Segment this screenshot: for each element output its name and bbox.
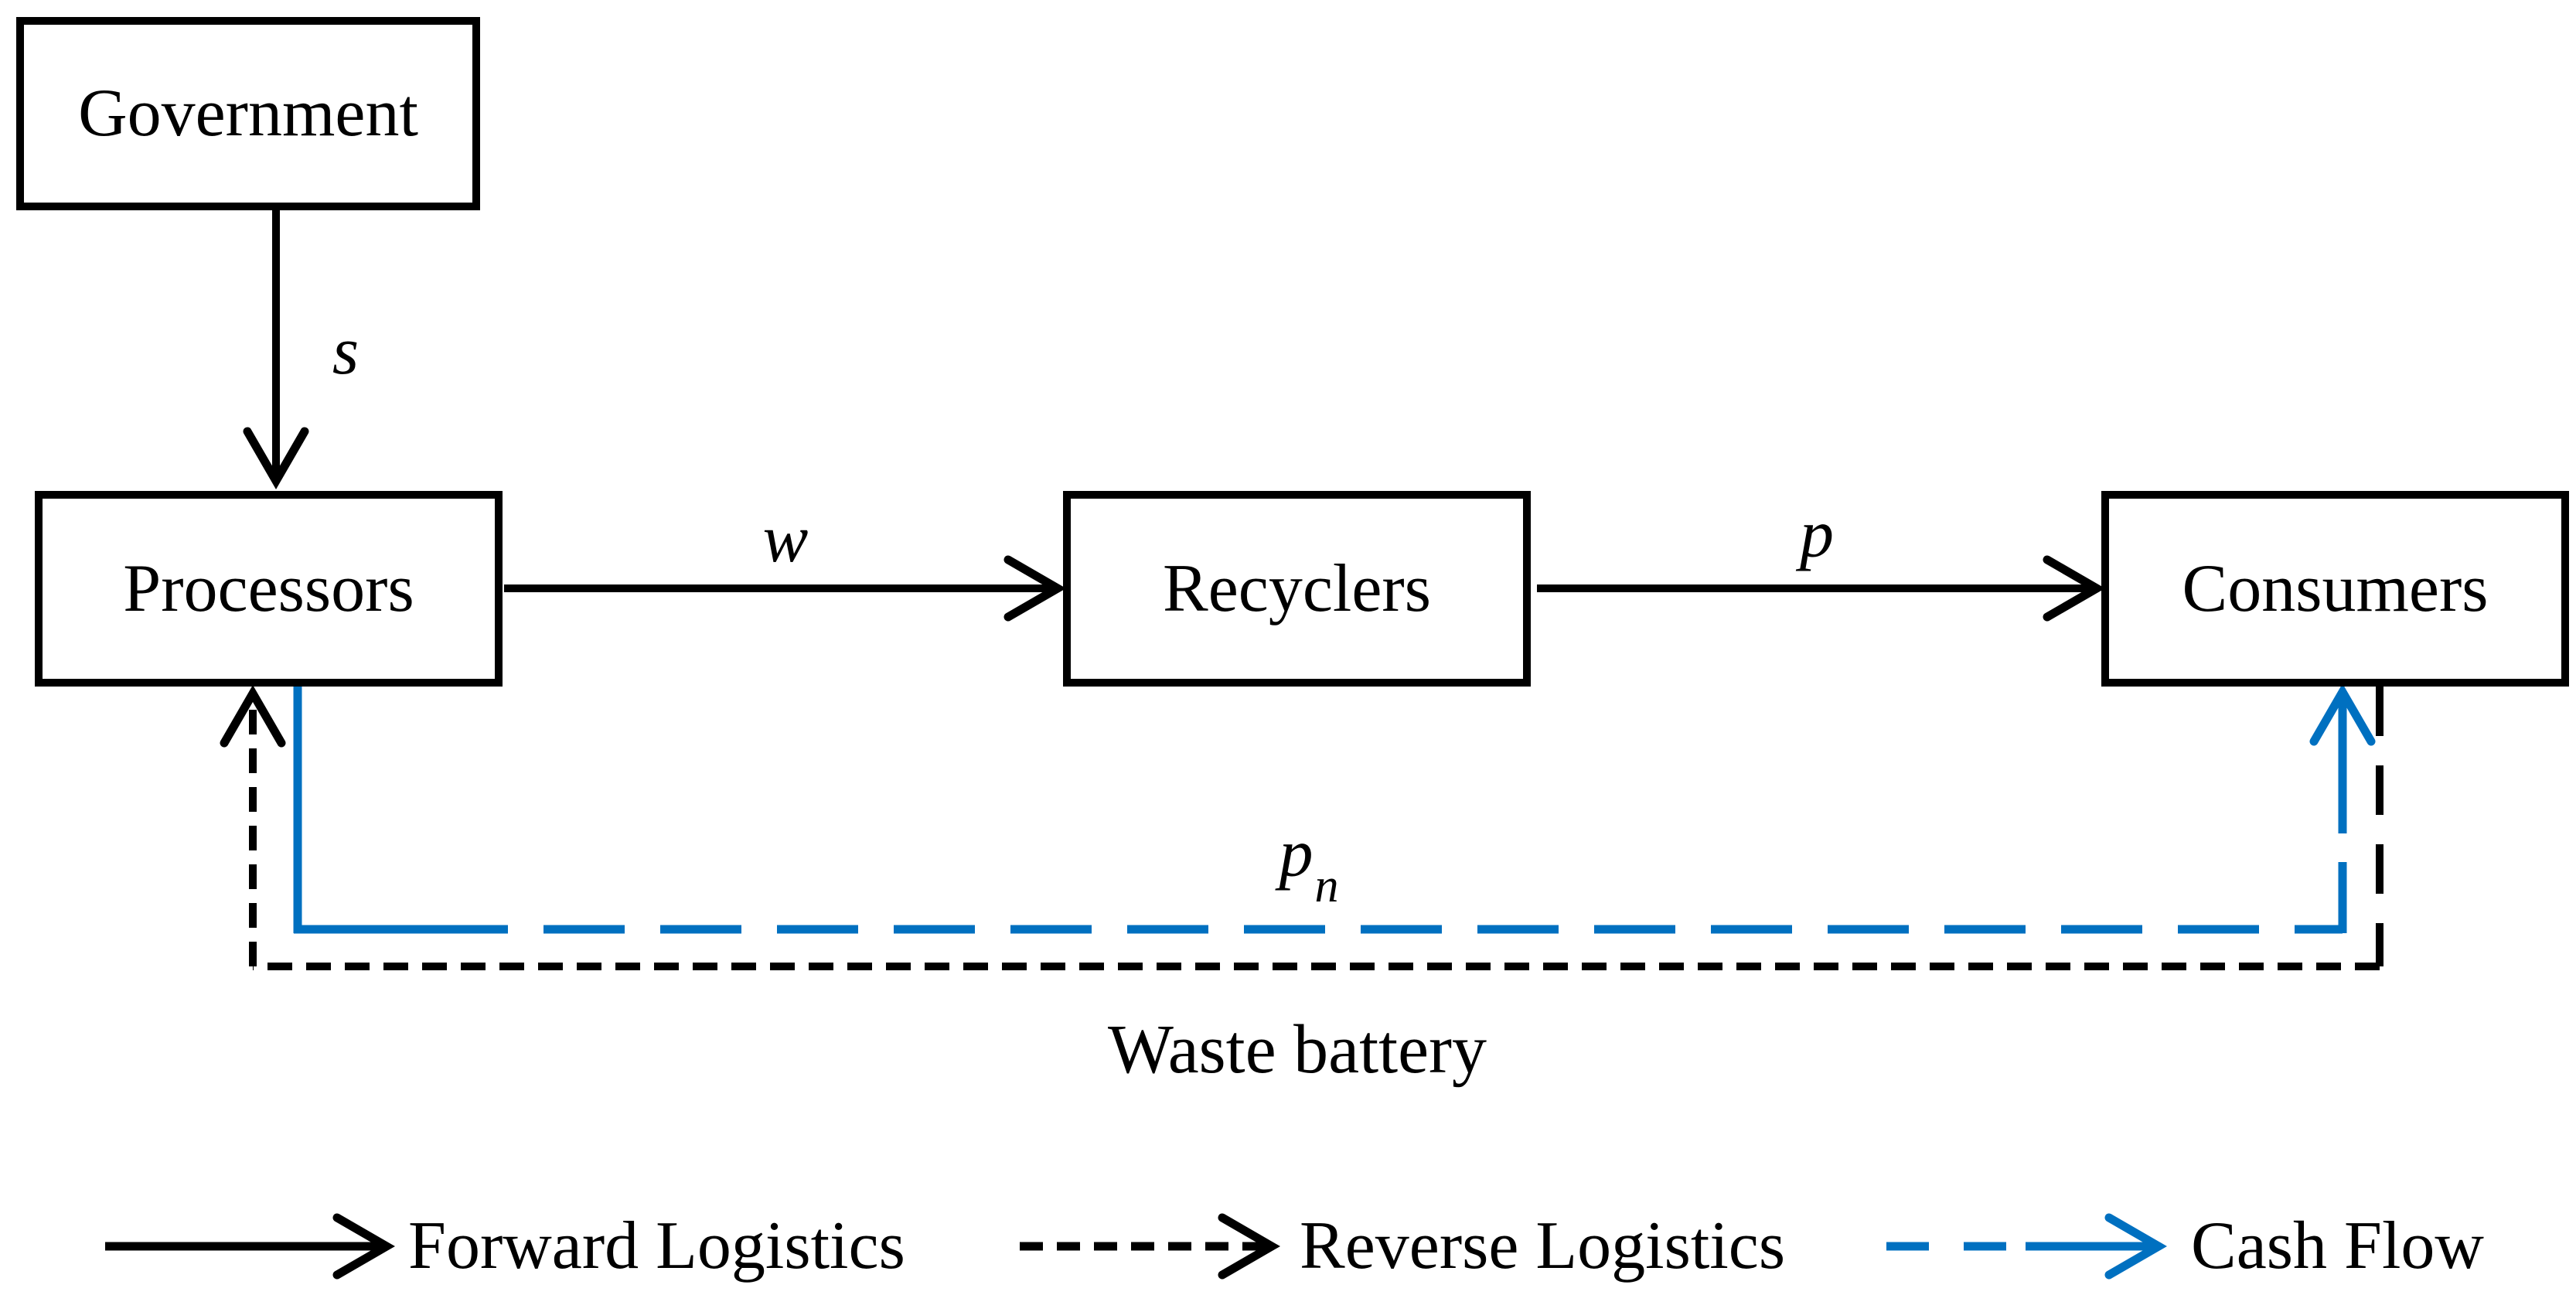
waste-battery-caption: Waste battery xyxy=(1107,1011,1487,1088)
node-government: Government xyxy=(16,17,480,210)
node-processors: Processors xyxy=(35,491,503,687)
edge-label-w: w xyxy=(762,502,809,577)
node-consumers: Consumers xyxy=(2101,491,2569,687)
node-government-label: Government xyxy=(78,76,418,151)
edge-label-pn: pn xyxy=(1279,820,1339,910)
edge-label-p: p xyxy=(1800,497,1834,572)
edge-label-pn-subscript: n xyxy=(1314,859,1339,912)
legend-forward-label: Forward Logistics xyxy=(408,1208,905,1283)
node-recyclers-label: Recyclers xyxy=(1163,550,1431,626)
legend-reverse-label: Reverse Logistics xyxy=(1300,1208,1786,1283)
edge-label-s: s xyxy=(332,314,359,389)
edge-label-pn-base: p xyxy=(1279,816,1314,892)
node-recyclers: Recyclers xyxy=(1063,491,1531,687)
legend-cash-label: Cash Flow xyxy=(2191,1208,2484,1283)
node-consumers-label: Consumers xyxy=(2182,550,2489,626)
node-processors-label: Processors xyxy=(123,550,414,626)
